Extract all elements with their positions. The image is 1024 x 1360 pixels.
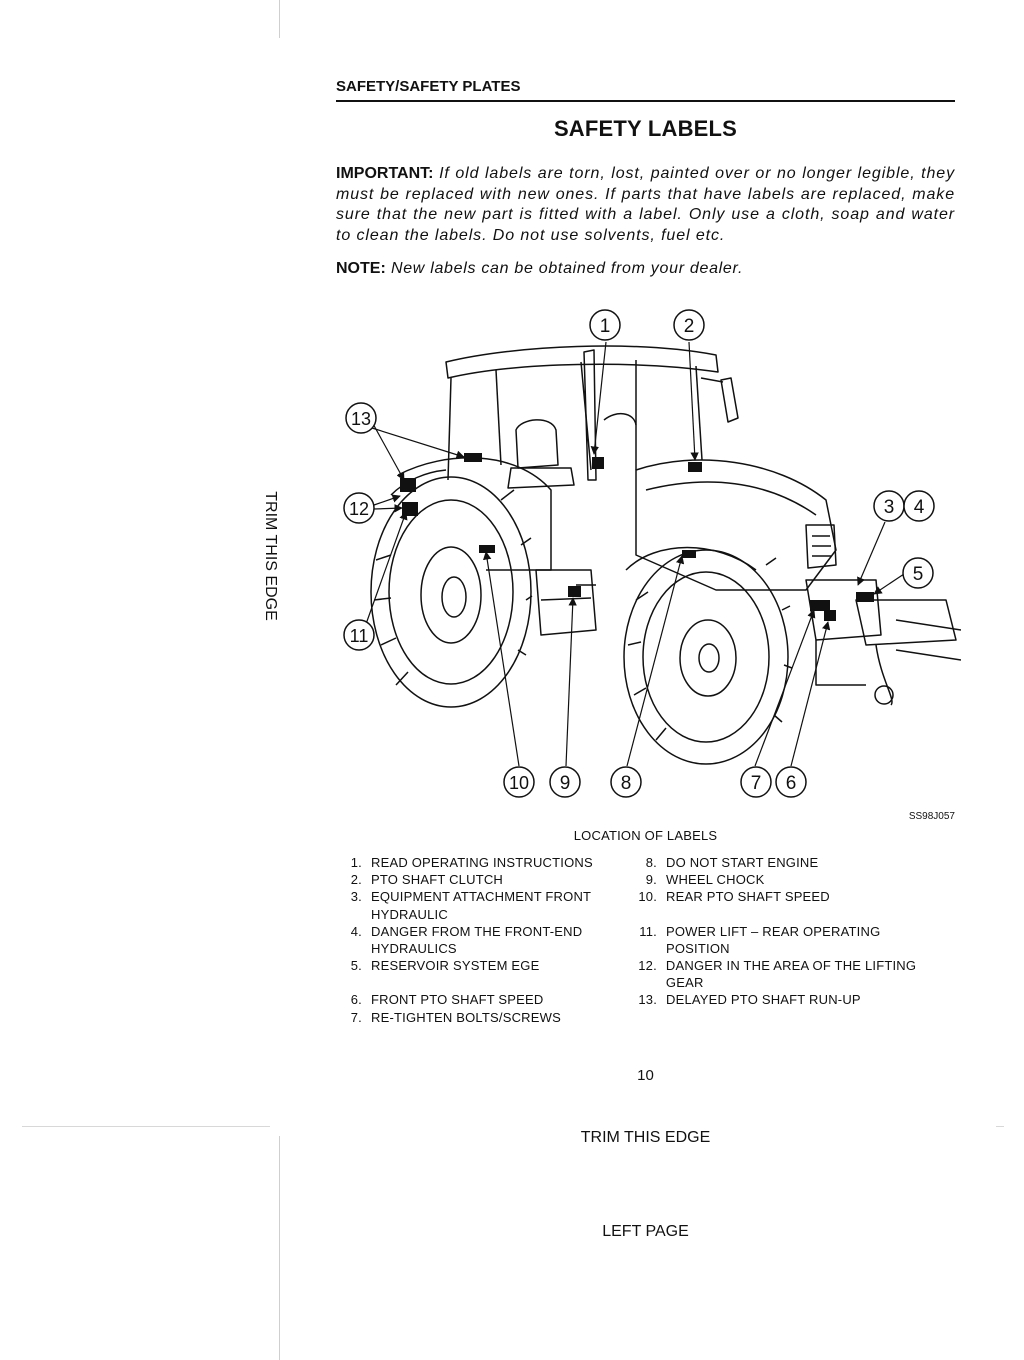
- callout-9: 9: [549, 766, 581, 798]
- important-text: If old labels are torn, lost, painted ov…: [336, 165, 955, 244]
- svg-text:9: 9: [560, 773, 571, 794]
- tractor-illustration: [370, 345, 961, 765]
- legend-item: 3.EQUIPMENT ATTACHMENT FRONT HYDRAULIC: [350, 889, 591, 922]
- callout-4: 4: [903, 490, 935, 522]
- important-paragraph: IMPORTANT: If old labels are torn, lost,…: [336, 164, 955, 246]
- svg-text:2: 2: [684, 316, 695, 337]
- label-marker: [464, 453, 482, 462]
- legend-right-column: 8.DO NOT START ENGINE 9.WHEEL CHOCK 10.R…: [630, 854, 955, 1009]
- callout-leaders: [365, 341, 905, 767]
- label-marker: [568, 586, 581, 597]
- legend-item: 7.RE-TIGHTEN BOLTS/SCREWS: [350, 1009, 561, 1025]
- figure-id: SS98J057: [908, 811, 955, 822]
- svg-text:12: 12: [349, 499, 369, 519]
- svg-text:1: 1: [600, 316, 611, 337]
- page-number: 10: [637, 1067, 654, 1084]
- legend-item: 2.PTO SHAFT CLUTCH: [350, 872, 504, 888]
- svg-text:13: 13: [351, 409, 371, 429]
- left-page-label: LEFT PAGE: [602, 1223, 689, 1240]
- legend-item: 12.DANGER IN THE AREA OF THE LIFTING GEA…: [638, 958, 917, 991]
- legend-item: 1.READ OPERATING INSTRUCTIONS: [350, 855, 593, 870]
- svg-text:10: 10: [509, 773, 529, 793]
- label-marker: [856, 592, 874, 602]
- label-marker: [810, 600, 830, 611]
- svg-text:7: 7: [751, 773, 762, 794]
- legend-item: 9.WHEEL CHOCK: [645, 872, 765, 888]
- legend-item: 4.DANGER FROM THE FRONT-END HYDRAULICS: [350, 923, 583, 957]
- figure-caption: LOCATION OF LABELS: [573, 828, 718, 843]
- trim-line-left: [22, 1126, 270, 1127]
- trim-mark-right: [996, 1126, 1004, 1127]
- legend-item: 5.RESERVOIR SYSTEM EGE: [350, 958, 540, 974]
- callout-6: 6: [775, 766, 807, 798]
- callout-1: 1: [589, 309, 621, 341]
- svg-text:4: 4: [914, 497, 925, 518]
- label-marker: [592, 457, 604, 469]
- callout-3: 3: [873, 490, 905, 522]
- note-label: NOTE:: [336, 260, 386, 277]
- svg-text:8: 8: [621, 773, 632, 794]
- legend-left-column: 1.READ OPERATING INSTRUCTIONS 2.PTO SHAF…: [340, 854, 630, 1026]
- callout-10: 10: [503, 766, 535, 798]
- legend-item: 11.POWER LIFT – REAR OPERATING POSITION: [639, 923, 881, 956]
- trim-edge-side-label: TRIM THIS EDGE: [262, 491, 279, 621]
- label-marker: [479, 545, 495, 553]
- trim-edge-bottom-label: TRIM THIS EDGE: [580, 1129, 711, 1146]
- label-marker: [824, 610, 836, 621]
- note-paragraph: NOTE: New labels can be obtained from yo…: [336, 259, 955, 279]
- svg-text:5: 5: [913, 564, 924, 585]
- label-marker: [400, 478, 416, 492]
- section-header: SAFETY/SAFETY PLATES: [336, 78, 955, 102]
- note-text: New labels can be obtained from your dea…: [390, 260, 744, 277]
- label-marker: [682, 550, 696, 558]
- label-marker: [688, 462, 702, 472]
- svg-text:3: 3: [884, 497, 895, 518]
- svg-text:6: 6: [786, 773, 797, 794]
- safety-label-markers: [400, 453, 874, 621]
- tractor-label-diagram: 1 2 13 12 11 3 4 5: [343, 309, 961, 798]
- label-marker: [402, 502, 418, 516]
- callout-2: 2: [673, 309, 705, 341]
- crop-mark-top: [279, 0, 280, 38]
- crop-mark-bottom: [279, 1136, 280, 1360]
- page-title: SAFETY LABELS: [553, 116, 738, 141]
- legend-item: 6.FRONT PTO SHAFT SPEED: [350, 992, 544, 1008]
- callout-11: 11: [343, 619, 375, 651]
- legend-item: 10.REAR PTO SHAFT SPEED: [638, 889, 830, 905]
- callout-13: 13: [345, 402, 377, 434]
- legend-item: 8.DO NOT START ENGINE: [645, 855, 819, 870]
- svg-text:11: 11: [350, 626, 369, 646]
- callout-5: 5: [902, 557, 934, 589]
- callout-8: 8: [610, 766, 642, 798]
- callout-7: 7: [740, 766, 772, 798]
- callout-12: 12: [343, 492, 375, 524]
- important-label: IMPORTANT:: [336, 165, 434, 182]
- legend-item: 13.DELAYED PTO SHAFT RUN-UP: [638, 992, 861, 1008]
- callout-circles: 1 2 13 12 11 3 4 5: [343, 309, 935, 798]
